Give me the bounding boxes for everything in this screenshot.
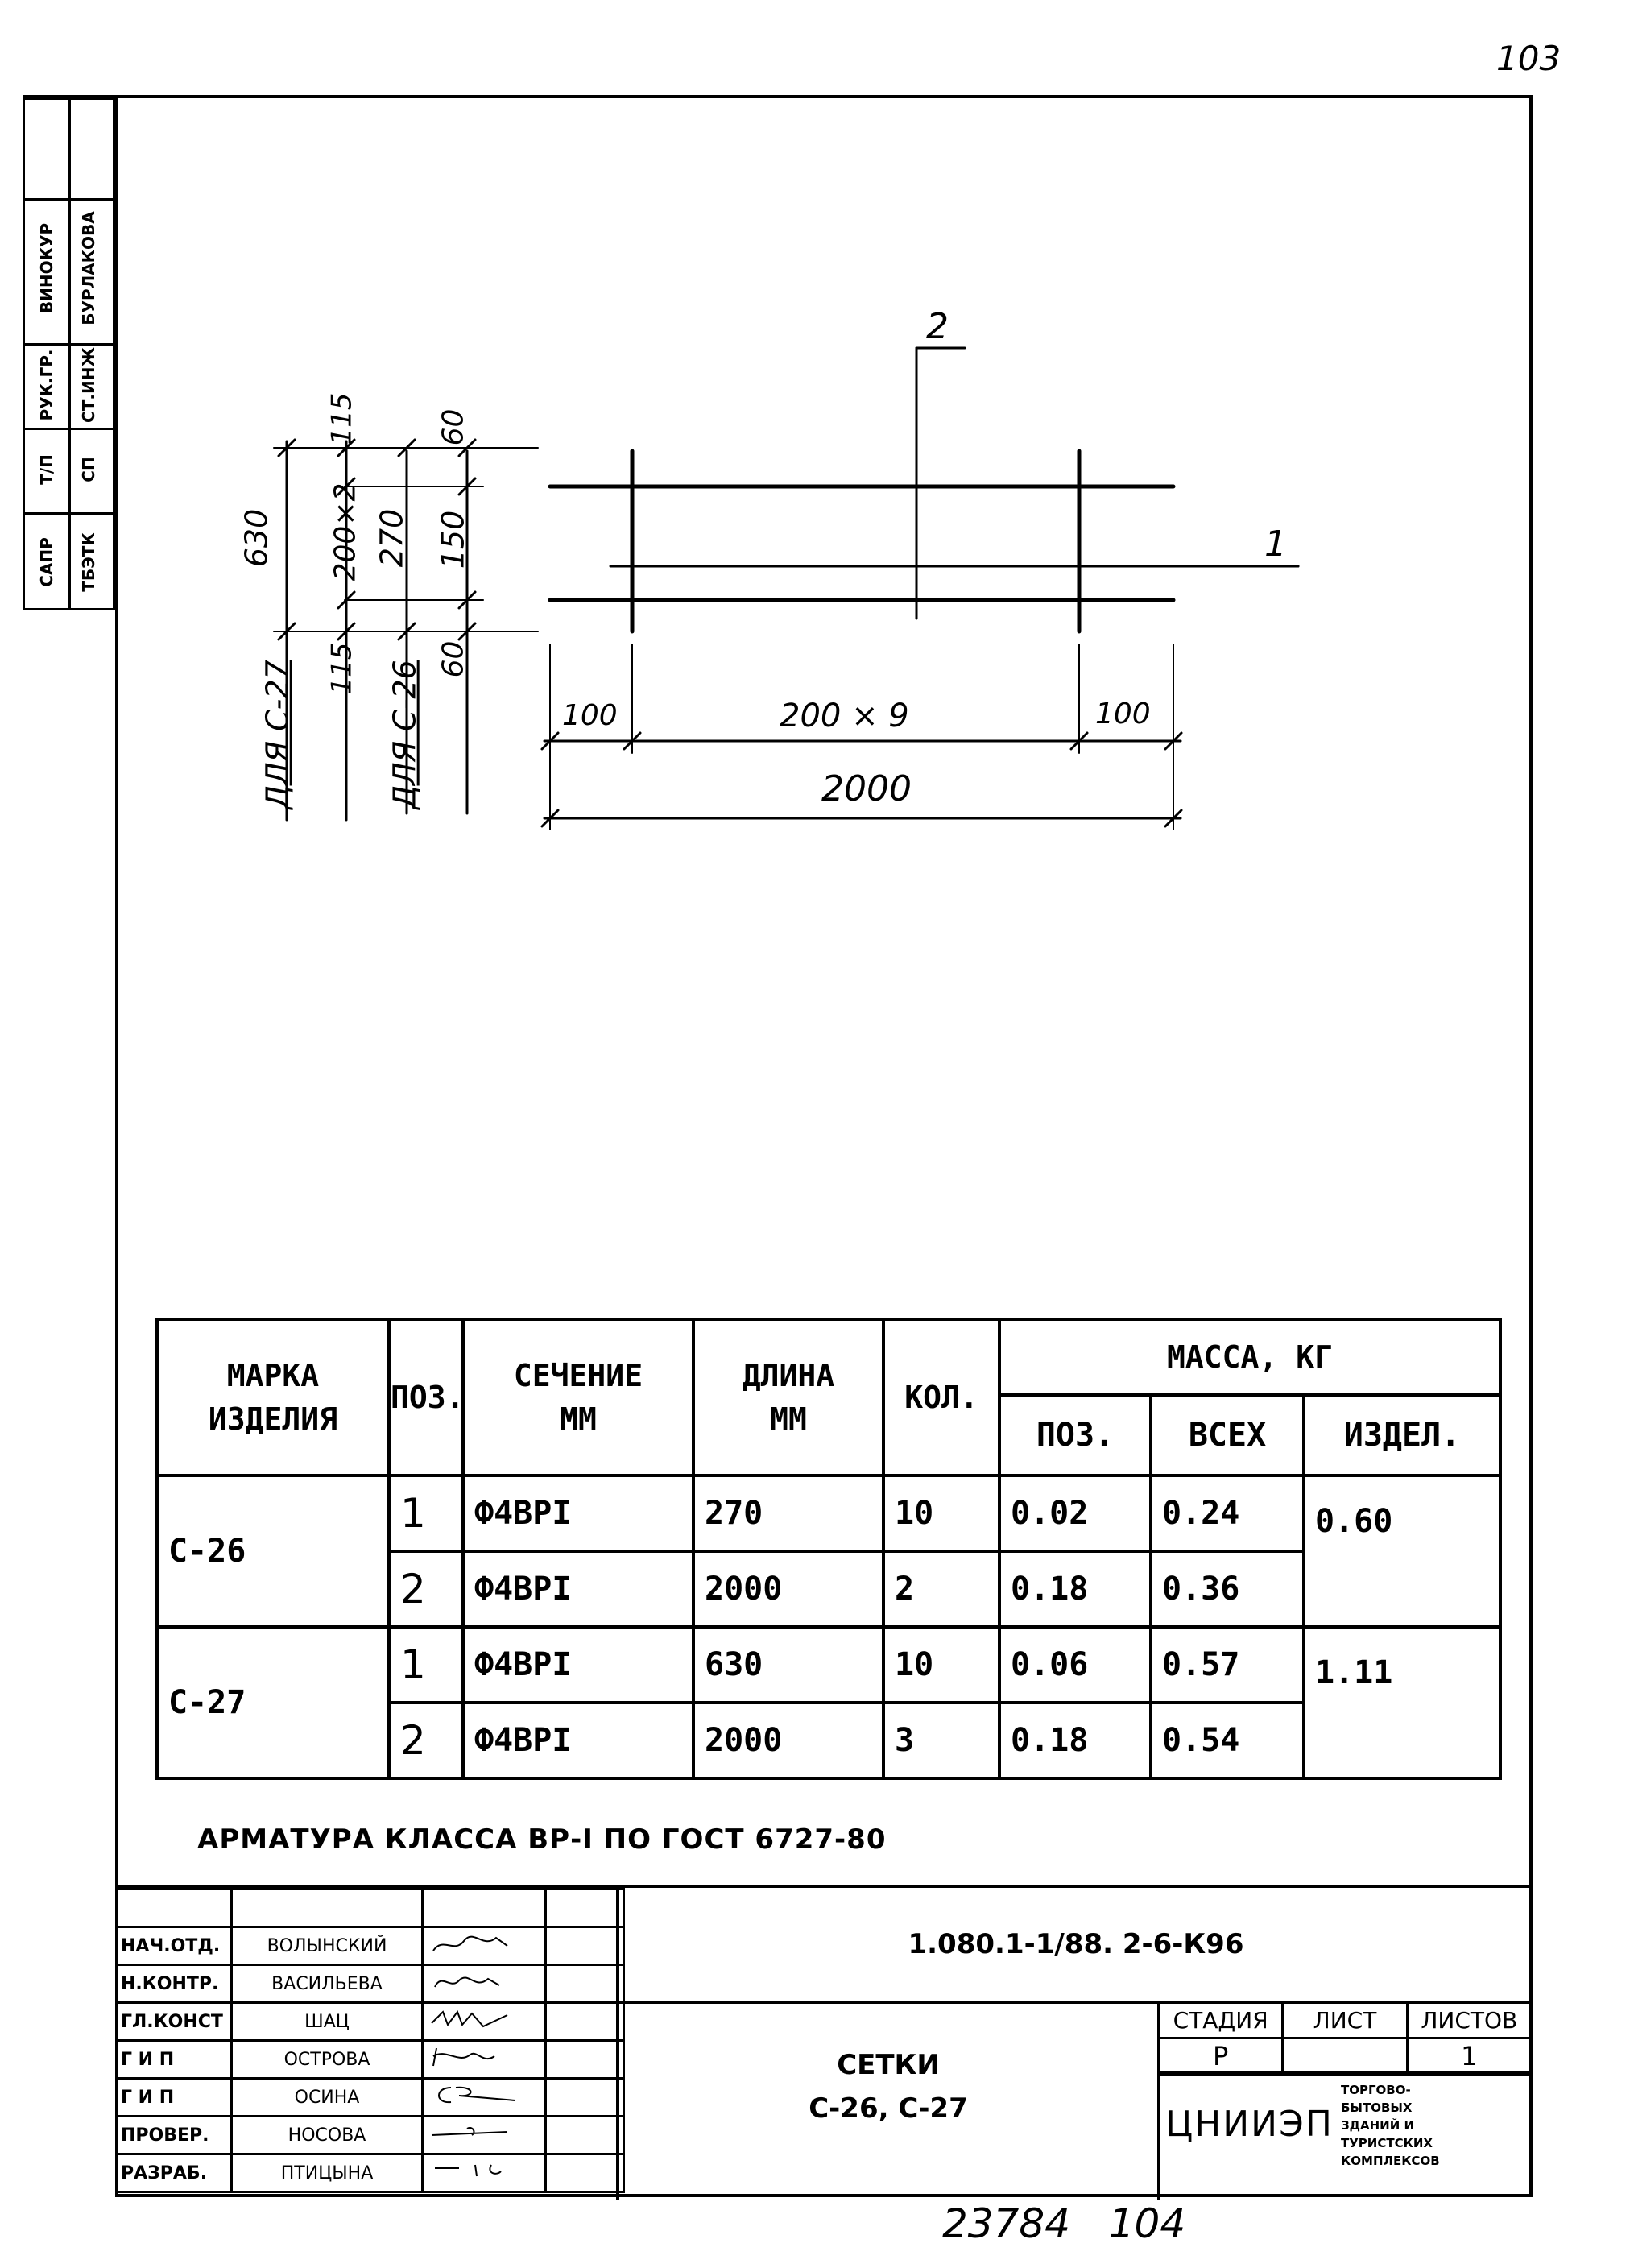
signature-row: НАЧ.ОТД.ВОЛЫНСКИЙ bbox=[115, 1926, 625, 1966]
item-mass-cell: 0.60 bbox=[1302, 1474, 1502, 1629]
side-stamp: ВИНОКУР РУК.ГР. Т/П САПР БУРЛАКОВА СТ.ИН… bbox=[23, 95, 115, 610]
qty-cell: 2 bbox=[882, 1550, 1001, 1629]
item-mass-cell: 1.11 bbox=[1302, 1625, 1502, 1780]
dim-2000: 2000 bbox=[821, 768, 912, 809]
signature-mark bbox=[421, 2153, 547, 2193]
pos-cell: 2 bbox=[387, 1550, 465, 1629]
signature-mark bbox=[421, 2077, 547, 2117]
drawing-frame bbox=[115, 95, 1533, 2197]
position-label-2: 2 bbox=[926, 306, 949, 347]
section-cell: Ф4ВРI bbox=[461, 1474, 695, 1553]
mass-all-cell: 0.54 bbox=[1149, 1701, 1305, 1780]
mark-cell: С-27 bbox=[155, 1625, 391, 1780]
dim-100-left: 100 bbox=[562, 699, 618, 732]
mesh-drawing bbox=[273, 346, 1300, 830]
label-for-c27: ДЛЯ С-27 bbox=[259, 660, 296, 809]
position-label-1: 1 bbox=[1264, 524, 1287, 565]
signature-row: ПРОВЕР.НОСОВА bbox=[115, 2115, 625, 2155]
qty-cell: 10 bbox=[882, 1625, 1001, 1704]
signature-mark bbox=[421, 1964, 547, 2004]
header-mass: МАССА, КГ bbox=[998, 1318, 1502, 1397]
table-row: С-27 1 Ф4ВРI 630 10 0.06 0.57 1.11 bbox=[155, 1625, 1502, 1780]
sheet-title: СЕТКИ С-26, С-27 bbox=[619, 2001, 1160, 2200]
signature-row: РАЗРАБ.ПТИЦЫНА bbox=[115, 2153, 625, 2193]
dim-270: 270 bbox=[374, 508, 410, 568]
signature-mark bbox=[421, 2039, 547, 2080]
dim-115-bottom: 115 bbox=[325, 642, 358, 695]
section-cell: Ф4ВРI bbox=[461, 1625, 695, 1704]
table-row: 2 Ф4ВРI 2000 3 0.18 0.54 bbox=[157, 1701, 1500, 1780]
dim-150: 150 bbox=[435, 510, 471, 569]
header-qty: КОЛ. bbox=[882, 1318, 1001, 1477]
pos-cell: 1 bbox=[387, 1625, 465, 1704]
length-cell: 2000 bbox=[692, 1701, 885, 1780]
dim-200x2: 200×2 bbox=[329, 482, 362, 581]
signature-mark bbox=[421, 2115, 547, 2155]
pos-cell: 1 bbox=[387, 1474, 465, 1553]
sheet-value bbox=[1281, 2037, 1409, 2076]
qty-cell: 10 bbox=[882, 1474, 1001, 1553]
length-cell: 270 bbox=[692, 1474, 885, 1553]
dim-100-right: 100 bbox=[1095, 697, 1151, 730]
stage-block: СТАДИЯ ЛИСТ ЛИСТОВ Р 1 ЦНИИЭП ТОРГОВО- Б… bbox=[1156, 2001, 1533, 2200]
signature-mark bbox=[421, 1926, 547, 1966]
title-block-right: 1.080.1-1/88. 2-6-К96 СЕТКИ С-26, С-27 С… bbox=[616, 1888, 1533, 2200]
pos-cell: 2 bbox=[387, 1701, 465, 1780]
sheets-value: 1 bbox=[1405, 2037, 1533, 2076]
mass-all-cell: 0.36 bbox=[1149, 1550, 1305, 1629]
organization-description: ТОРГОВО- БЫТОВЫХ ЗДАНИЙ И ТУРИСТСКИХ КОМ… bbox=[1341, 2083, 1440, 2168]
reinforcement-note: АРМАТУРА КЛАССА ВР-I ПО ГОСТ 6727-80 bbox=[197, 1823, 887, 1856]
document-code: 1.080.1-1/88. 2-6-К96 bbox=[619, 1888, 1533, 2004]
mass-all-cell: 0.24 bbox=[1149, 1474, 1305, 1553]
mass-pos-cell: 0.02 bbox=[998, 1474, 1152, 1553]
section-cell: Ф4ВРI bbox=[461, 1550, 695, 1629]
mass-pos-cell: 0.06 bbox=[998, 1625, 1152, 1704]
stage-value: Р bbox=[1156, 2037, 1284, 2076]
dim-115-top: 115 bbox=[325, 392, 358, 445]
table-row: 2 Ф4ВРI 2000 2 0.18 0.36 bbox=[157, 1550, 1500, 1629]
header-mass-pos: ПОЗ. bbox=[998, 1393, 1152, 1477]
signature-row: Н.КОНТР.ВАСИЛЬЕВА bbox=[115, 1964, 625, 2004]
table-row: С-26 1 Ф4ВРI 270 10 0.02 0.24 0.60 bbox=[155, 1474, 1502, 1629]
signature-mark bbox=[421, 2001, 547, 2042]
mass-pos-cell: 0.18 bbox=[998, 1701, 1152, 1780]
title-block: НАЧ.ОТД.ВОЛЫНСКИЙ Н.КОНТР.ВАСИЛЬЕВА ГЛ.К… bbox=[115, 1885, 1533, 2200]
mass-pos-cell: 0.18 bbox=[998, 1550, 1152, 1629]
organization-name: ЦНИИЭП bbox=[1165, 2104, 1334, 2145]
sheets-label: ЛИСТОВ bbox=[1405, 2001, 1533, 2039]
section-cell: Ф4ВРI bbox=[461, 1701, 695, 1780]
dim-60-bottom: 60 bbox=[436, 640, 470, 678]
dim-630: 630 bbox=[238, 508, 275, 568]
mark-cell: С-26 bbox=[155, 1474, 391, 1629]
page-number: 103 bbox=[1496, 39, 1562, 78]
header-mass-all: ВСЕХ bbox=[1149, 1393, 1305, 1477]
qty-cell: 3 bbox=[882, 1701, 1001, 1780]
signature-table: НАЧ.ОТД.ВОЛЫНСКИЙ Н.КОНТР.ВАСИЛЬЕВА ГЛ.К… bbox=[115, 1888, 625, 2193]
dim-200x9: 200 × 9 bbox=[780, 697, 909, 735]
organization: ЦНИИЭП ТОРГОВО- БЫТОВЫХ ЗДАНИЙ И ТУРИСТС… bbox=[1157, 2071, 1533, 2200]
archive-number: 23784 104 bbox=[942, 2200, 1186, 2247]
sheet-label: ЛИСТ bbox=[1281, 2001, 1409, 2039]
mass-all-cell: 0.57 bbox=[1149, 1625, 1305, 1704]
header-mass-item: ИЗДЕЛ. bbox=[1302, 1393, 1502, 1477]
length-cell: 2000 bbox=[692, 1550, 885, 1629]
header-pos: ПОЗ. bbox=[387, 1318, 465, 1477]
length-cell: 630 bbox=[692, 1625, 885, 1704]
signature-row bbox=[115, 1888, 625, 1928]
dim-60-top: 60 bbox=[436, 408, 470, 446]
stage-label: СТАДИЯ bbox=[1156, 2001, 1284, 2039]
label-for-c26: ДЛЯ С-26 bbox=[387, 660, 423, 809]
